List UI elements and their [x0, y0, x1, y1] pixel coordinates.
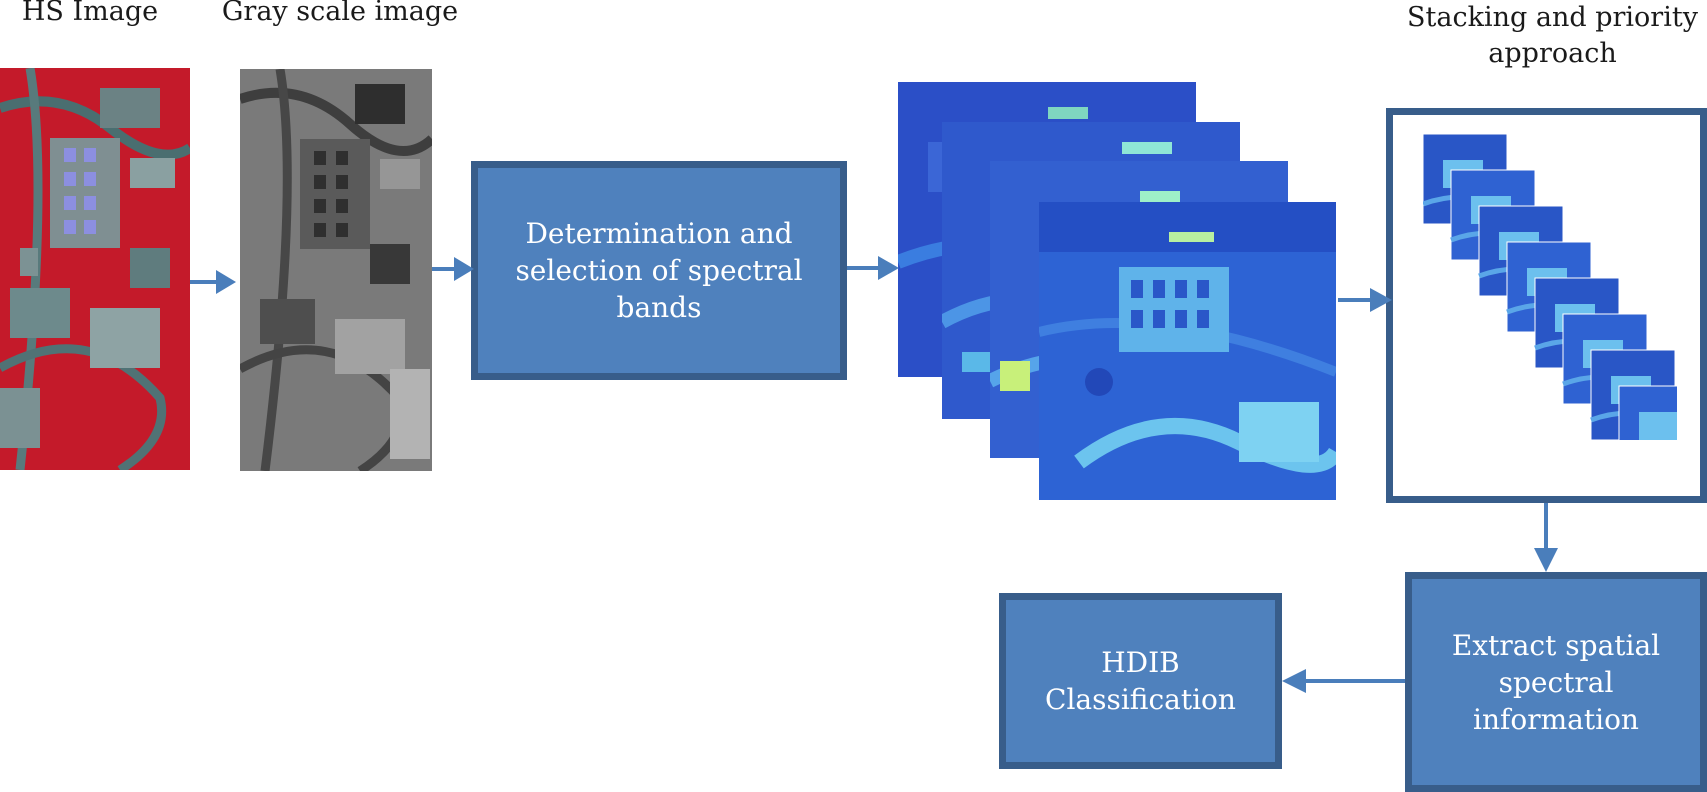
extract-info-box: Extract spatial spectral information [1405, 572, 1707, 792]
arrow-bands-to-stacking [1338, 288, 1392, 312]
arrow-selection-to-bands [847, 256, 899, 280]
arrow-gray-to-selection [432, 257, 474, 281]
hs-image-caption: HS Image [21, 0, 159, 27]
hs-false-color-image [0, 68, 190, 470]
stacking-caption-line1: Stacking and priority [1407, 2, 1698, 33]
band-selection-line3: bands [616, 291, 702, 324]
classification-text: HDIB Classification [1045, 644, 1236, 718]
band-selection-line2: selection of spectral [515, 254, 803, 287]
stacking-caption-line2: approach [1488, 38, 1617, 69]
band-selection-line1: Determination and [525, 217, 793, 250]
arrow-stacking-to-extract [1534, 503, 1558, 572]
extract-info-line2: spectral [1498, 665, 1614, 699]
band-selection-box: Determination and selection of spectral … [471, 161, 847, 380]
spectral-band-image-4 [1039, 202, 1336, 500]
stacked-band-tile [1618, 385, 1677, 440]
gray-image-caption: Gray scale image [221, 0, 459, 27]
classification-line1: HDIB [1101, 646, 1180, 679]
classification-box: HDIB Classification [999, 593, 1282, 769]
extract-info-line1: Extract spatial [1451, 628, 1661, 662]
arrow-extract-to-classification [1282, 669, 1405, 693]
extract-info-text: Extract spatial spectral information [1452, 627, 1660, 738]
classification-line2: Classification [1045, 683, 1236, 716]
extract-info-line3: information [1473, 702, 1639, 736]
band-selection-text: Determination and selection of spectral … [515, 215, 802, 326]
stacked-band-tiles [1423, 134, 1677, 440]
arrow-hs-to-gray [190, 270, 236, 294]
grayscale-image [240, 69, 432, 471]
